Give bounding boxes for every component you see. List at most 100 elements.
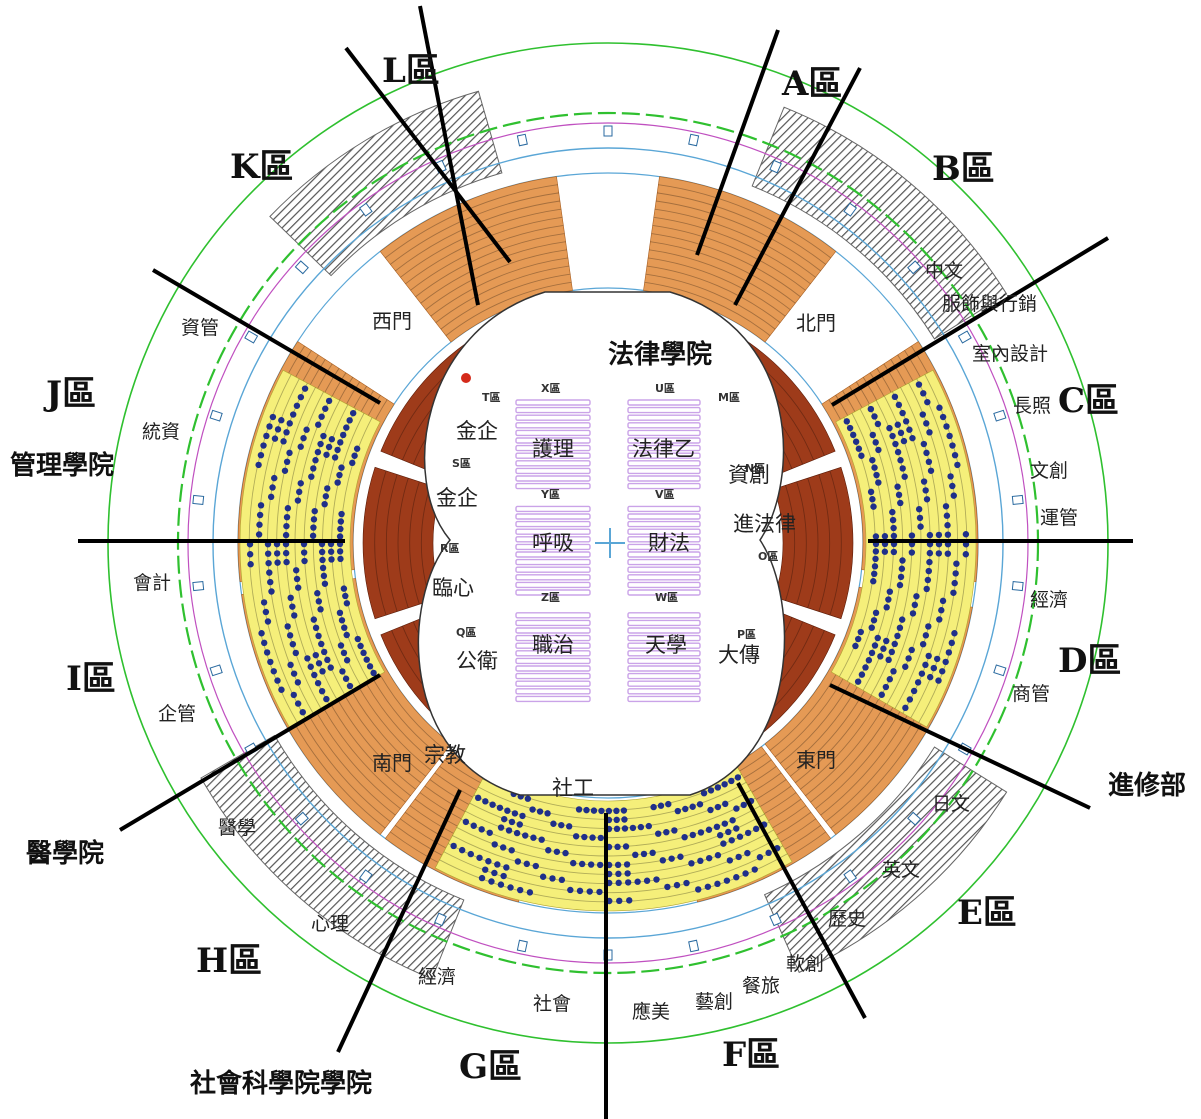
stair-fan-3 [763, 746, 1008, 974]
seat-row-line [796, 481, 807, 605]
navy-seat [247, 561, 254, 568]
navy-seat [482, 866, 489, 873]
seat-row-line [647, 257, 786, 317]
floor-block-respiratory: 呼吸 [532, 531, 574, 555]
college-medicine: 醫學院 [26, 838, 104, 869]
floor-seat-row [515, 688, 591, 695]
ring-marker [192, 581, 205, 592]
navy-seat [321, 580, 329, 587]
navy-seat [334, 446, 341, 454]
zone-label-g: G區 [459, 1047, 522, 1087]
navy-seat [467, 850, 474, 858]
zone-label-a: A區 [781, 64, 842, 104]
navy-seat [325, 443, 333, 451]
ring-marker [769, 159, 782, 174]
navy-seat [736, 833, 744, 840]
navy-seat [314, 590, 321, 597]
navy-seat [260, 599, 268, 606]
navy-seat [578, 860, 586, 868]
navy-seat [301, 557, 308, 565]
navy-seat [458, 846, 466, 854]
navy-seat [260, 442, 267, 449]
seat-row-line [894, 387, 940, 709]
navy-seat [946, 432, 953, 440]
navy-seat [871, 413, 878, 420]
navy-seat [336, 533, 344, 540]
zone-divider-3 [830, 236, 1110, 407]
navy-seat [925, 652, 932, 660]
navy-seat [351, 452, 358, 459]
navy-seat [501, 815, 508, 823]
navy-seat [353, 445, 361, 452]
navy-seat [286, 632, 294, 639]
dept-history: 歷史 [828, 908, 866, 930]
navy-seat [865, 657, 873, 664]
navy-seat [536, 808, 544, 815]
navy-seat [962, 551, 970, 558]
navy-seat [269, 413, 277, 421]
center-mark [595, 528, 625, 558]
seat-row-line [818, 474, 831, 612]
navy-seat [311, 671, 318, 679]
navy-seat [714, 880, 721, 888]
navy-seat [890, 548, 898, 556]
floor-seat-row [515, 551, 591, 558]
navy-seat [873, 471, 880, 479]
navy-seat [895, 401, 903, 409]
navy-seat [933, 655, 941, 663]
navy-seat [880, 645, 887, 652]
navy-seat [570, 859, 577, 867]
navy-seat [935, 677, 942, 684]
floor-seat-row [515, 482, 591, 490]
navy-seat [320, 572, 328, 580]
navy-seat [613, 807, 620, 815]
navy-seat [280, 438, 287, 445]
navy-seat [720, 840, 727, 847]
dept-apparel: 服飾與行銷 [942, 293, 1037, 315]
navy-seat [871, 570, 878, 578]
seat-row-line [443, 845, 784, 894]
navy-seat-dots [246, 381, 970, 905]
navy-seat [325, 397, 333, 405]
navy-seat [944, 531, 952, 538]
navy-seat [565, 823, 573, 830]
navy-seat [689, 803, 696, 810]
zone-divider-6 [736, 782, 867, 1019]
zone-label-k: K區 [230, 147, 294, 187]
navy-seat [877, 653, 884, 660]
navy-seat [623, 861, 631, 868]
navy-seat [318, 413, 325, 420]
gate-south: 南門 [372, 751, 412, 775]
ring-marker [993, 409, 1007, 422]
navy-seat [900, 437, 908, 445]
navy-seat [507, 884, 514, 891]
zone-divider-1 [695, 29, 780, 256]
navy-seat [297, 443, 304, 450]
floor-seat-row [627, 619, 701, 627]
zone-dividers [78, 5, 1133, 1119]
seat-row-line [846, 413, 885, 682]
gate-north: 北門 [796, 311, 836, 335]
navy-seat [319, 668, 326, 675]
navy-seat [889, 516, 897, 524]
dept-interior: 室內設計 [972, 343, 1048, 365]
navy-seat [663, 828, 670, 836]
college-continuing: 進修部 [1108, 770, 1186, 801]
navy-seat [707, 806, 714, 814]
floor-section-u: U區 [655, 382, 675, 395]
gate-labels: 北門 西門 南門 東門 [372, 309, 836, 775]
zone-label-j: J區 [43, 374, 96, 414]
navy-seat [274, 559, 281, 566]
floor-seat-grid [515, 399, 701, 703]
floor-seat-row [515, 528, 591, 535]
navy-seat [870, 578, 877, 585]
navy-seat [283, 522, 290, 530]
navy-seat [295, 584, 302, 591]
navy-seat [485, 858, 492, 865]
navy-seat [867, 488, 875, 496]
navy-seat [862, 664, 869, 671]
navy-seat [538, 836, 545, 843]
navy-seat [576, 887, 584, 895]
navy-seat [524, 795, 532, 802]
navy-seat [850, 431, 857, 439]
